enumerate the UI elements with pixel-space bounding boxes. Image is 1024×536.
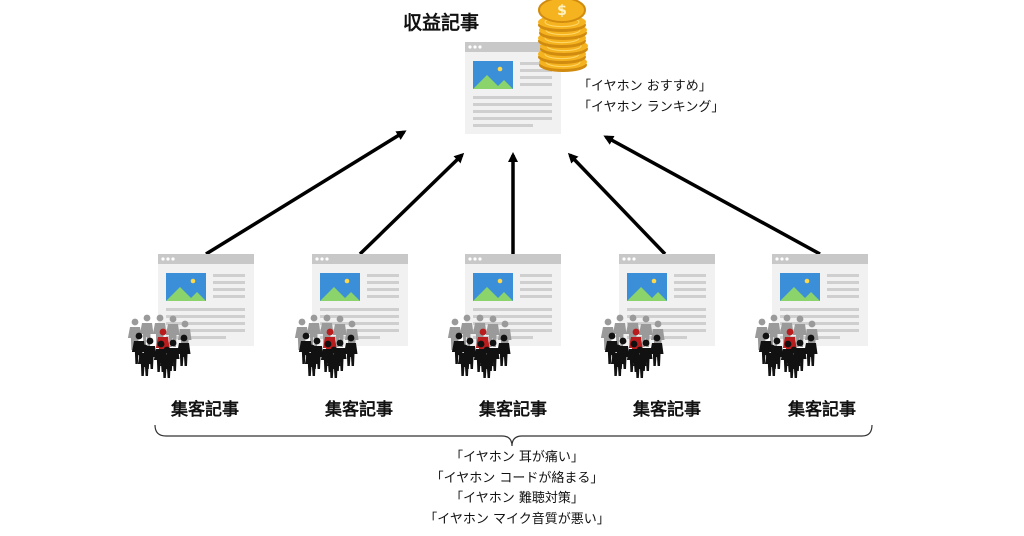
traffic-keywords: 「イヤホン 耳が痛い」 「イヤホン コードが絡まる」 「イヤホン 難聴対策」 「…: [412, 448, 622, 530]
traffic-article-label-1: 集客記事: [171, 400, 239, 420]
traffic-article-label-5: 集客記事: [788, 400, 856, 420]
traffic-article-label-3: 集客記事: [479, 400, 547, 420]
link-arrows: [205, 130, 821, 256]
group-bracket: [154, 424, 873, 447]
coin-stack-icon: $: [537, 0, 589, 73]
revenue-keyword: 「イヤホン ランキング」: [578, 100, 725, 115]
traffic-article-label-2: 集客記事: [325, 400, 393, 420]
traffic-keyword: 「イヤホン コードが絡まる」: [430, 470, 604, 486]
crowd-icon-1: [128, 315, 192, 378]
crowd-icon-5: [755, 315, 819, 378]
revenue-article-title: 収益記事: [403, 12, 480, 34]
traffic-keyword: 「イヤホン 耳が痛い」: [450, 450, 584, 465]
revenue-keywords: 「イヤホン おすすめ」 「イヤホン ランキング」: [578, 76, 724, 118]
crowd-icon-3: [448, 315, 512, 378]
crowd-icon-2: [295, 315, 359, 378]
traffic-article-label-4: 集客記事: [633, 400, 701, 420]
traffic-keyword: 「イヤホン 難聴対策」: [450, 491, 584, 506]
svg-text:$: $: [557, 3, 567, 19]
revenue-keyword: 「イヤホン おすすめ」: [578, 79, 712, 94]
crowd-icon-4: [601, 315, 665, 378]
arrow-4: [567, 152, 667, 256]
arrow-2: [358, 152, 465, 256]
arrow-5: [603, 135, 821, 256]
traffic-keyword: 「イヤホン マイク音質が悪い」: [424, 511, 610, 527]
arrow-1: [205, 130, 407, 256]
